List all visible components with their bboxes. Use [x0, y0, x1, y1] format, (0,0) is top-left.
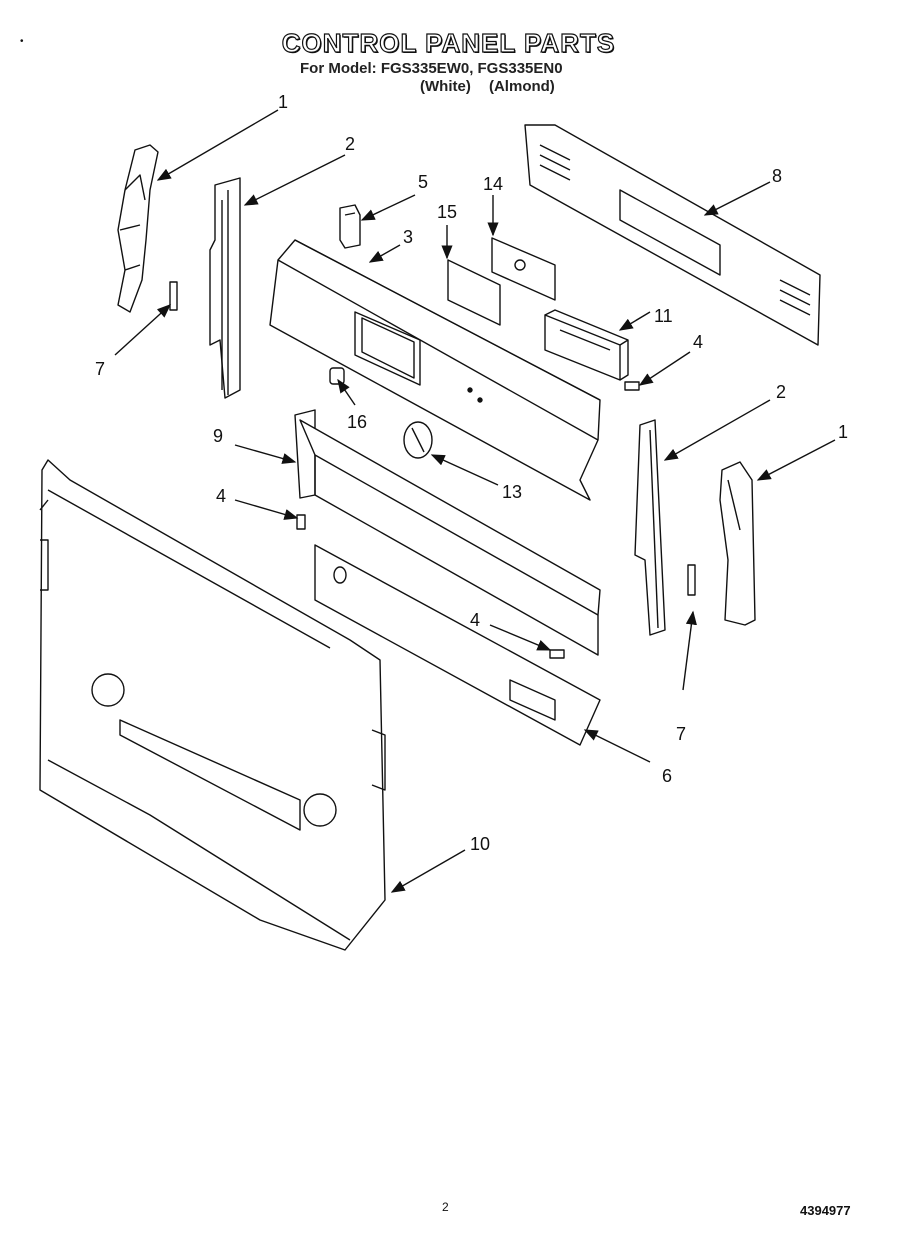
callout-9: 9	[213, 426, 223, 446]
page-number: 2	[442, 1200, 449, 1214]
knob-13	[403, 421, 433, 459]
callout-4-mid: 4	[470, 610, 480, 630]
callout-14: 14	[483, 174, 503, 194]
callout-16: 16	[347, 412, 367, 432]
bracket-5	[339, 204, 361, 249]
callout-7-left: 7	[95, 359, 105, 379]
callout-15: 15	[437, 202, 457, 222]
end-cap-right	[719, 461, 756, 626]
clock-module-11	[544, 309, 629, 381]
page-title: CONTROL PANEL PARTS	[281, 27, 616, 58]
callout-11: 11	[654, 306, 673, 326]
corner-mark: •	[20, 36, 24, 47]
screw-4-left	[296, 514, 306, 530]
decal-15	[447, 259, 501, 326]
screw-4-mid	[549, 649, 565, 659]
callout-3: 3	[403, 227, 413, 247]
back-panel-10	[39, 459, 386, 951]
callout-4-top: 4	[693, 332, 703, 352]
end-cap-left	[117, 144, 159, 313]
side-trim-left	[209, 177, 241, 399]
callout-6: 6	[662, 766, 672, 786]
color-line: (White) (Almond)	[420, 78, 555, 95]
callout-4-left: 4	[216, 486, 226, 506]
callout-2-left: 2	[345, 134, 355, 154]
callout-5: 5	[418, 172, 428, 192]
clip-7-left	[169, 281, 178, 311]
knob-16	[329, 367, 345, 385]
screw-4-top	[624, 381, 640, 391]
callout-7-right: 7	[676, 724, 686, 744]
document-number: 4394977	[800, 1203, 851, 1218]
callout-1-left: 1	[278, 92, 288, 112]
callout-10: 10	[470, 834, 490, 854]
panel-rail	[299, 419, 601, 656]
lower-panel-6	[314, 544, 601, 746]
control-board-14	[491, 237, 556, 301]
callout-2-right: 2	[776, 382, 786, 402]
rear-panel-8	[524, 124, 821, 346]
clip-7-right	[687, 564, 696, 596]
callout-1-right: 1	[838, 422, 848, 442]
model-line: For Model: FGS335EW0, FGS335EN0	[300, 60, 563, 77]
callout-8: 8	[772, 166, 782, 186]
callout-13: 13	[502, 482, 522, 502]
control-panel-console	[269, 239, 601, 501]
side-trim-right	[634, 419, 666, 636]
